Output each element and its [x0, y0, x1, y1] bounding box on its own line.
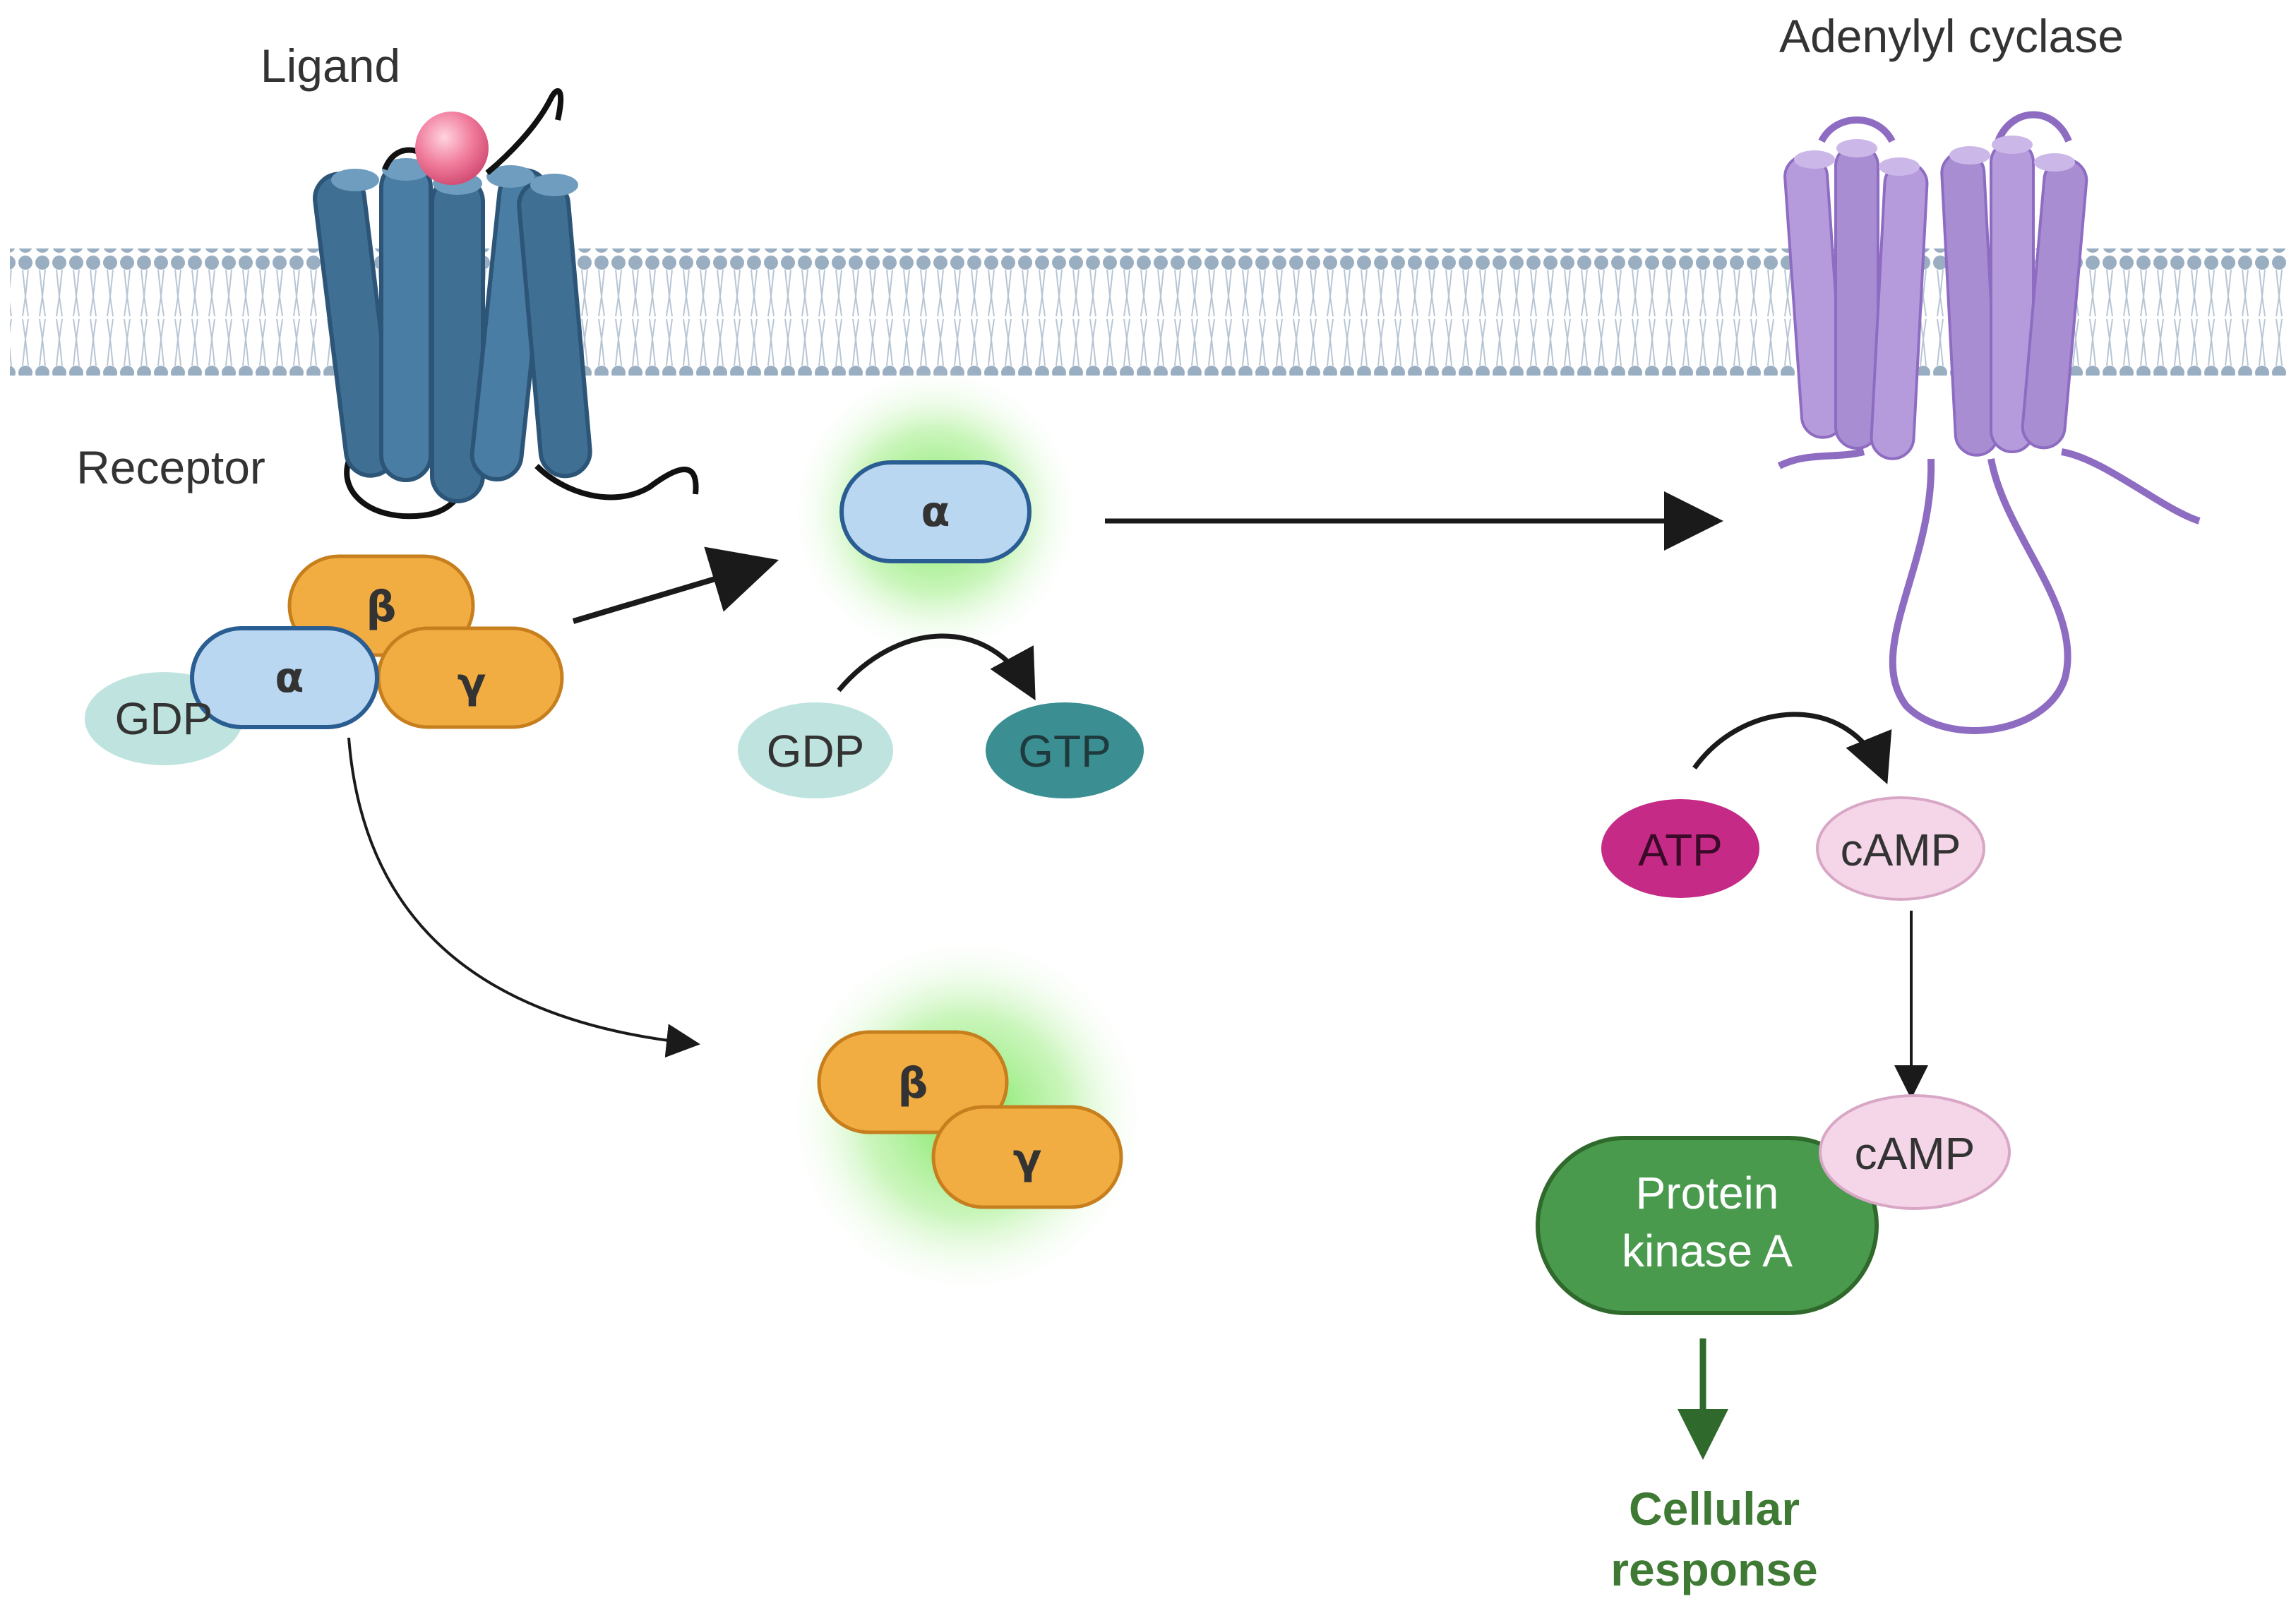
camp-bound-label: cAMP	[1855, 1128, 1975, 1179]
adenylyl-cyclase-label: Adenylyl cyclase	[1779, 10, 2124, 62]
released-gdp	[738, 702, 893, 798]
protein-kinase-a	[1536, 1136, 1879, 1315]
arrow-to-alpha	[572, 546, 779, 624]
atp-label: ATP	[1638, 825, 1723, 875]
ligand-molecule	[415, 112, 489, 185]
adenylyl-cyclase	[1777, 111, 2201, 734]
free-beta-symbol: β	[898, 1059, 928, 1108]
alpha-subunit	[190, 626, 379, 729]
gamma-symbol: γ	[458, 659, 486, 708]
free-beta-subunit	[817, 1030, 1009, 1134]
atp-camp-conversion-arrow	[1692, 712, 1892, 784]
free-gamma-symbol: γ	[1013, 1134, 1042, 1184]
cellular-response-line1: Cellular	[1629, 1482, 1800, 1535]
bound-gtp-label: GTP	[1018, 726, 1111, 777]
camp-molecule	[1816, 796, 1985, 901]
gdp-gtp-exchange-arrow	[837, 633, 1036, 701]
beta-symbol: β	[366, 582, 397, 632]
ligand-label: Ligand	[261, 40, 400, 92]
protein-kinase-label-line2: kinase A	[1622, 1226, 1793, 1276]
protein-kinase-label-line1: Protein	[1636, 1168, 1779, 1218]
camp-bound-pka	[1819, 1094, 2011, 1210]
alpha-symbol: α	[275, 653, 304, 702]
gdp-label: GDP	[115, 693, 213, 744]
arrow-to-beta-gamma	[347, 737, 700, 1058]
bound-gtp	[986, 702, 1144, 798]
released-gdp-label: GDP	[767, 726, 865, 777]
activated-alpha-symbol: α	[921, 487, 950, 537]
camp-label: cAMP	[1841, 825, 1961, 875]
activated-alpha-subunit	[839, 460, 1032, 563]
free-gamma-subunit	[931, 1105, 1123, 1209]
cellular-response-line2: response	[1610, 1543, 1817, 1595]
g-protein-heterotrimer	[85, 554, 564, 765]
receptor-label: Receptor	[76, 441, 265, 493]
atp-molecule	[1601, 799, 1759, 898]
